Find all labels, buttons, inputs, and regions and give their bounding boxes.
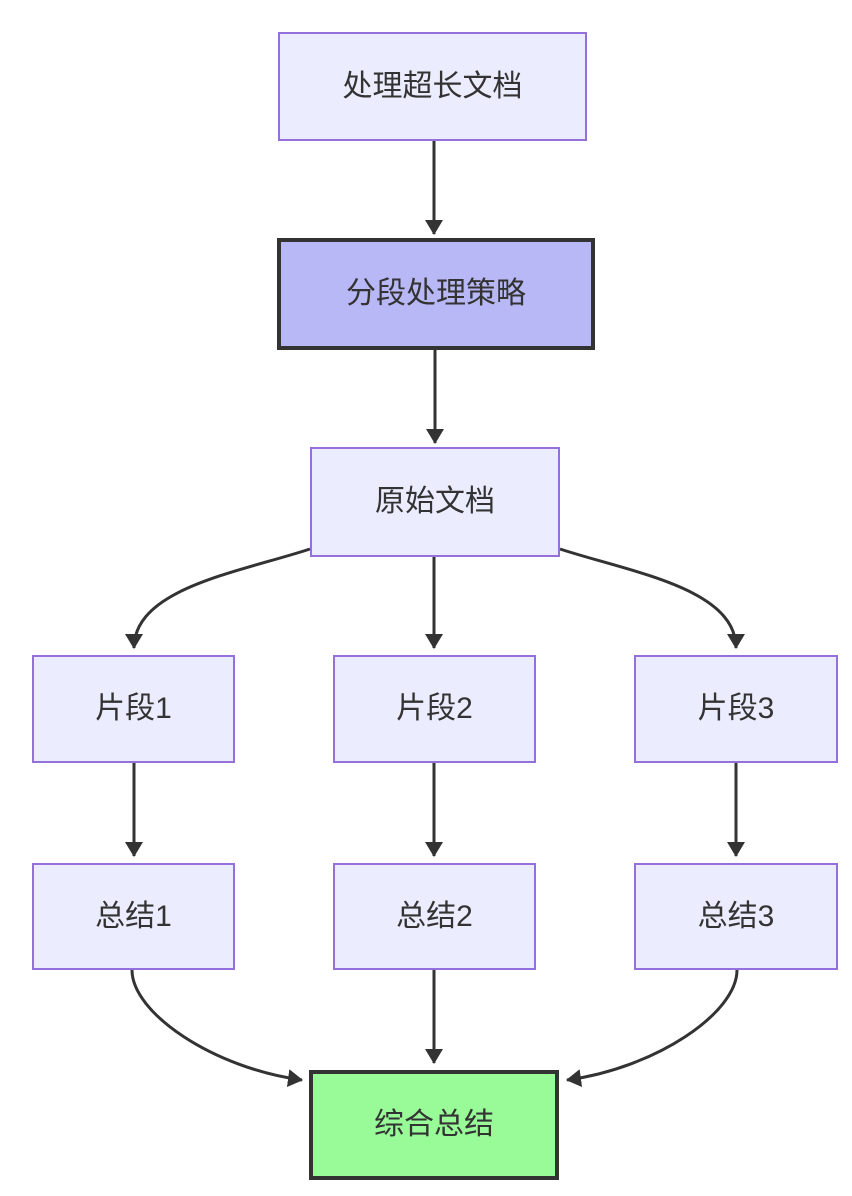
node-fragment-3: 片段3 (634, 655, 838, 763)
node-fragment-2: 片段2 (333, 655, 536, 763)
node-summary-3: 总结3 (634, 863, 838, 970)
node-segmentation-strategy: 分段处理策略 (277, 238, 595, 350)
edge-original-doc-to-fragment-1 (125, 547, 311, 649)
node-summary-1: 总结1 (32, 863, 235, 970)
node-summary-2: 总结2 (333, 863, 536, 970)
node-original-document: 原始文档 (310, 447, 560, 557)
edge-summary-3-to-combined (566, 969, 739, 1088)
edge-summary-1-to-combined (130, 969, 303, 1088)
node-combined-summary: 综合总结 (309, 1070, 559, 1180)
edge-original-doc-to-fragment-3 (559, 547, 745, 649)
node-fragment-1: 片段1 (32, 655, 235, 763)
node-handle-long-document: 处理超长文档 (278, 32, 587, 141)
